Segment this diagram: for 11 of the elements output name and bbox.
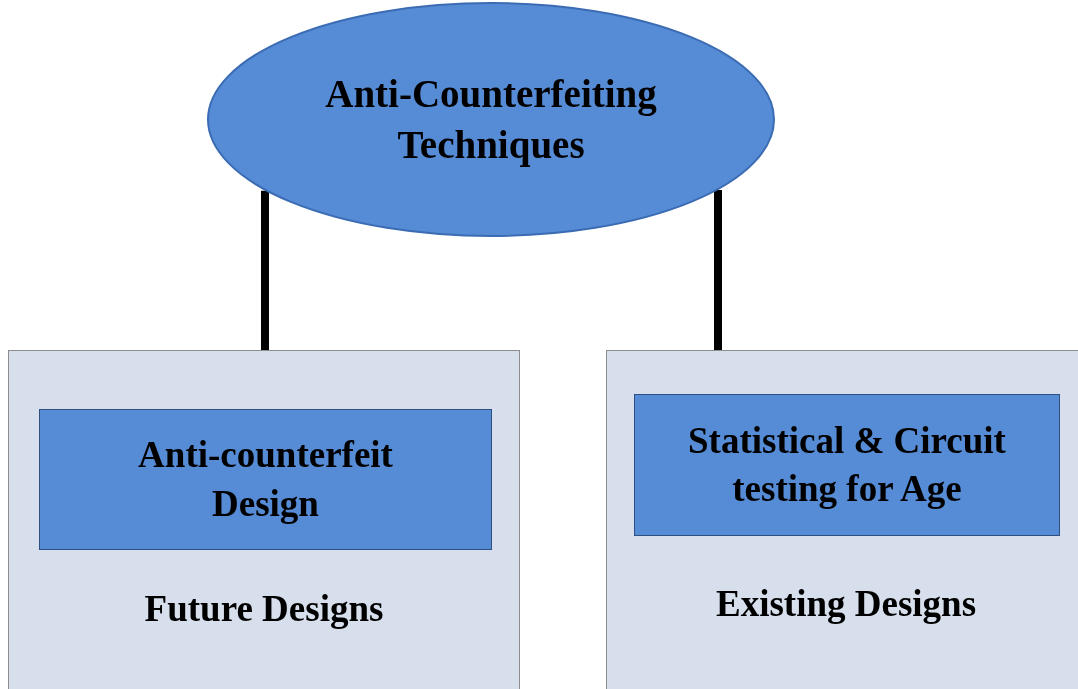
technique-box — [39, 409, 492, 550]
title-text: Anti-Counterfeiting Techniques — [324, 70, 658, 169]
panel-label: Existing Designs — [714, 582, 978, 626]
connector-line — [714, 190, 722, 350]
technique-text: Statistical & Circuit testing for Age — [687, 418, 1007, 511]
technique-text: Anti-counterfeit Design — [137, 433, 394, 526]
technique-box — [634, 394, 1060, 536]
category-panel — [606, 350, 1078, 689]
connector-line — [261, 190, 269, 350]
panel-label: Future Designs — [143, 587, 385, 631]
category-panel — [8, 350, 520, 689]
